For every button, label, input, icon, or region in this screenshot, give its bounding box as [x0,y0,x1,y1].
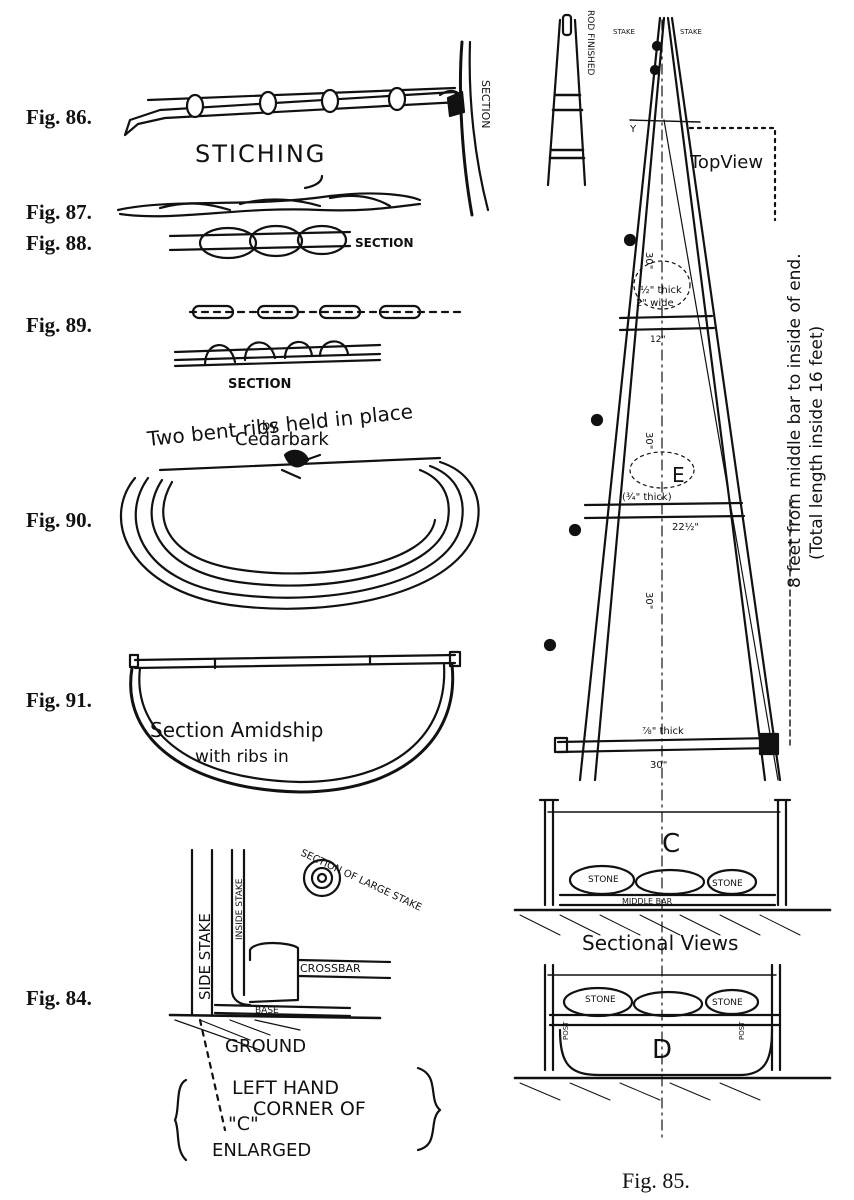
fig88-label: Fig. 88. [26,231,92,255]
fig85-middle-bar-label: MIDDLE BAR [622,897,673,906]
fig85-dim-30-top: 30" [643,252,654,269]
fig86-section-note: SECTION [479,80,492,128]
fig88-section-note: SECTION [355,236,414,250]
fig91-note-line1: Section Amidship [150,718,323,742]
fig84-caption-line4: ENLARGED [212,1140,311,1161]
fig89-section-note: SECTION [228,377,291,392]
fig87-label: Fig. 87. [26,200,92,224]
fig90-label: Fig. 90. [26,508,92,532]
fig90-note-line2: by [262,419,278,434]
fig85-dim-22: 22½" [672,521,699,533]
fig85-thick-half: ½" thick [640,284,682,296]
fig90-note-line3: Cedarbark [235,429,329,450]
fig87-drawing [116,174,422,218]
fig84-section-note: SECTION OF LARGE STAKE [299,848,424,914]
fig85-wide-2: 2" wide [636,298,674,309]
fig85-dim-30-bottom: 30" [650,760,667,771]
fig85-mark-e: E [672,463,685,487]
fig85-stone-4: STONE [712,998,743,1008]
fig85-top-view-label: TopView [689,152,763,173]
fig91-label: Fig. 91. [26,688,92,712]
fig84-corner-drawing [168,848,442,1162]
fig91-section-drawing [128,650,462,794]
fig86-title: STICHING [195,140,326,168]
fig84-caption-line3: "C" [228,1113,259,1135]
fig85-sectional-views-label: Sectional Views [582,931,738,955]
fig89-label: Fig. 89. [26,313,92,337]
fig85-stone-1: STONE [588,875,619,885]
fig90-ribs-drawing [119,449,480,610]
fig85-stone-3: STONE [585,995,616,1005]
fig85-mark-d: D [652,1035,672,1065]
fig85-post-right-label: POST [738,1021,746,1040]
fig85-section-c-drawing [513,798,832,936]
fig85-top-view-drawing [543,13,791,1141]
fig85-post-left-label: POST [562,1021,570,1040]
fig84-crossbar-label: CROSSBAR [300,962,361,975]
fig85-dim-30-low: 30" [643,592,654,609]
fig85-stone-2: STONE [712,879,743,889]
fig85-side-note-line2: (Total length inside 16 feet) [807,326,827,560]
fig84-label: Fig. 84. [26,986,92,1010]
fig88-drawing [168,224,352,260]
fig85-stake-left-label: STAKE [613,28,635,36]
fig85-mark-c: C [662,829,680,859]
fig84-side-stake-label: SIDE STAKE [196,913,214,1000]
fig86-label: Fig. 86. [26,105,92,129]
fig84-inside-stake-label: INSIDE STAKE [235,878,245,940]
fig85-thick-78: ⅞" thick [642,726,684,737]
fig84-caption-line1: LEFT HAND [232,1077,339,1099]
fig85-label: Fig. 85. [622,1168,690,1193]
fig84-caption-line2: CORNER OF [253,1098,366,1120]
fig84-ground-label: GROUND [225,1036,306,1057]
fig86-rod-drawing [123,40,490,217]
fig85-thick-34: (¾" thick) [622,492,672,503]
fig85-rod-finished-label: ROD FINISHED [585,10,595,76]
fig89-drawing [173,304,462,368]
fig85-stake-right-label: STAKE [680,28,702,36]
fig85-dim-30-mid: 30" [643,432,654,449]
fig91-note-line2: with ribs in [195,747,289,767]
fig85-y-mark: Y [629,124,637,135]
fig84-base-label: BASE [255,1006,279,1016]
fig85-section-d-drawing [513,963,832,1101]
fig85-dim-12: 12" [650,335,666,345]
fig85-side-note-line1: 8 feet from middle bar to inside of end. [785,253,805,588]
